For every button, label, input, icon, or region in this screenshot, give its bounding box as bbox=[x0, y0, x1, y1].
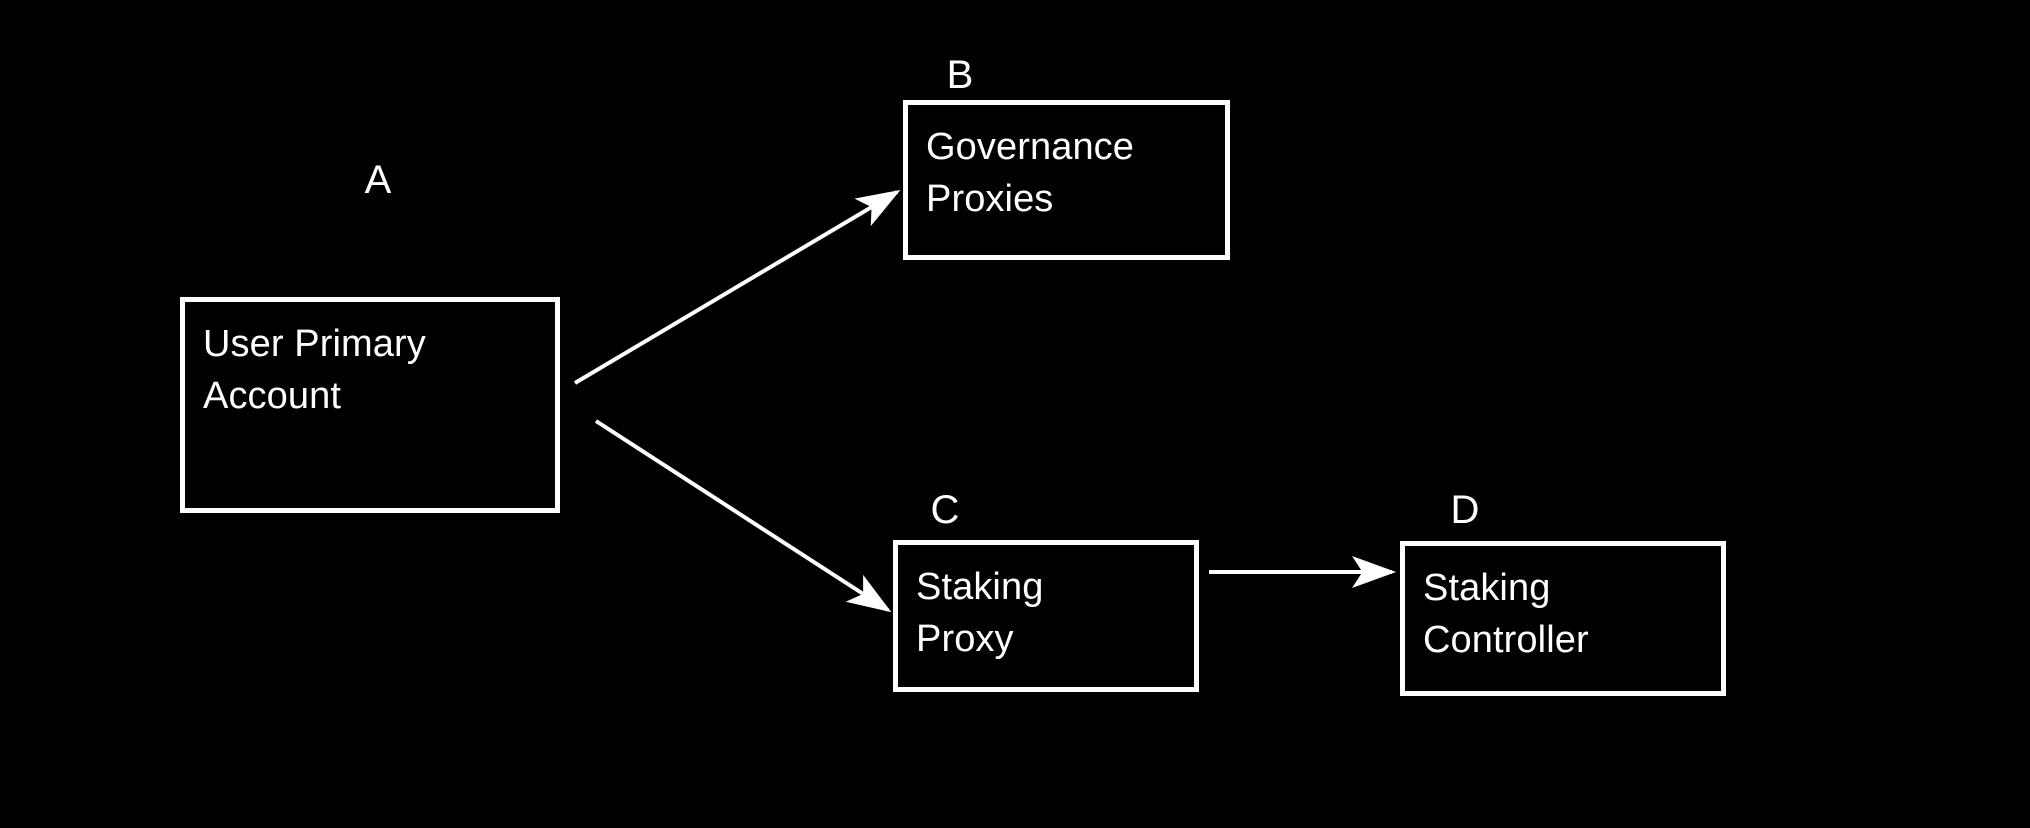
node-c-label: Staking Proxy bbox=[916, 566, 1044, 660]
node-user-primary-account[interactable]: User Primary Account bbox=[180, 297, 560, 513]
edge-a-to-b bbox=[573, 189, 901, 385]
node-id-c: C bbox=[930, 488, 960, 532]
node-governance-proxies[interactable]: Governance Proxies bbox=[903, 100, 1230, 260]
node-d-label: Staking Controller bbox=[1423, 567, 1589, 661]
node-id-b: B bbox=[946, 53, 974, 97]
node-staking-controller[interactable]: Staking Controller bbox=[1400, 541, 1726, 696]
edge-a-to-c bbox=[594, 419, 892, 613]
node-a-label: User Primary Account bbox=[203, 323, 426, 417]
node-id-a: A bbox=[364, 158, 392, 202]
node-id-d: D bbox=[1450, 488, 1480, 532]
node-staking-proxy[interactable]: Staking Proxy bbox=[893, 540, 1199, 692]
node-b-label: Governance Proxies bbox=[926, 126, 1135, 220]
